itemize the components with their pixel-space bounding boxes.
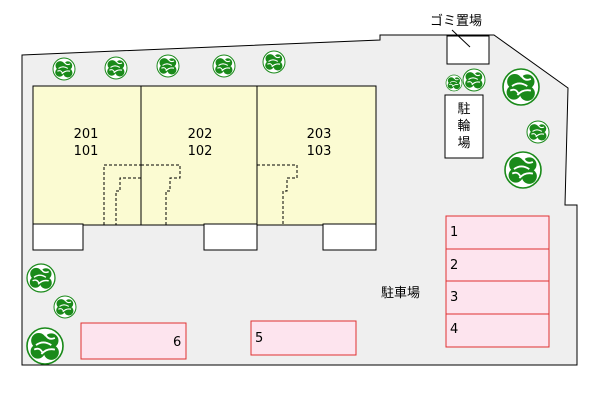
unit-2-upper: 202 <box>187 127 213 142</box>
tree-icon <box>213 55 235 77</box>
parking-space-6-box <box>80 322 187 360</box>
unit-3-label: 203 103 <box>297 126 341 160</box>
parking-space-3-number: 3 <box>450 290 459 305</box>
unit-1-lower: 101 <box>73 144 99 159</box>
tree-icon <box>27 328 63 364</box>
tree-icon <box>503 69 539 105</box>
tree-icon <box>105 57 127 79</box>
balcony <box>322 223 377 251</box>
tree-icon <box>54 296 76 318</box>
bicycle-label-char-2: 輪 <box>457 119 471 134</box>
parking-space-3-box <box>445 280 550 315</box>
garbage-box <box>446 35 490 65</box>
unit-1-label: 201 101 <box>64 126 108 160</box>
bicycle-label-char-1: 駐 <box>457 102 471 117</box>
tree-icon <box>527 121 549 143</box>
stairs-outline <box>257 164 298 225</box>
tree-icon <box>446 75 462 91</box>
tree-icon <box>505 152 541 188</box>
unit-1-upper: 201 <box>73 127 99 142</box>
tree-icon <box>27 264 55 292</box>
parking-space-2-number: 2 <box>450 258 459 273</box>
parking-space-5-number: 5 <box>255 331 264 346</box>
parking-space-2-box <box>445 248 550 282</box>
stairs-outline <box>141 164 181 225</box>
unit-3-lower: 103 <box>306 144 332 159</box>
unit-2-lower: 102 <box>187 144 213 159</box>
tree-icon <box>263 51 285 73</box>
parking-space-4-box <box>445 313 550 348</box>
tree-icon <box>463 69 485 91</box>
tree-icon <box>53 58 75 80</box>
garbage-leader-line <box>451 29 471 48</box>
parking-lot-label: 駐車場 <box>381 286 421 301</box>
parking-space-1-box <box>445 215 550 250</box>
bicycle-parking-box <box>444 94 484 159</box>
parking-space-4-number: 4 <box>450 322 459 337</box>
balcony <box>32 223 84 251</box>
tree-icon <box>157 55 179 77</box>
parking-space-1-number: 1 <box>450 225 459 240</box>
stairs-outline <box>103 164 142 225</box>
parking-space-5-box <box>250 320 357 356</box>
bicycle-label-char-3: 場 <box>457 136 471 151</box>
unit-2-label: 202 102 <box>178 126 222 160</box>
parking-space-6-number: 6 <box>173 335 182 350</box>
unit-3-upper: 203 <box>306 127 332 142</box>
building-block <box>32 85 377 226</box>
balcony <box>203 223 258 251</box>
bicycle-parking-label: 駐 輪 場 <box>447 101 481 152</box>
garbage-area-label: ゴミ置場 <box>430 14 483 29</box>
